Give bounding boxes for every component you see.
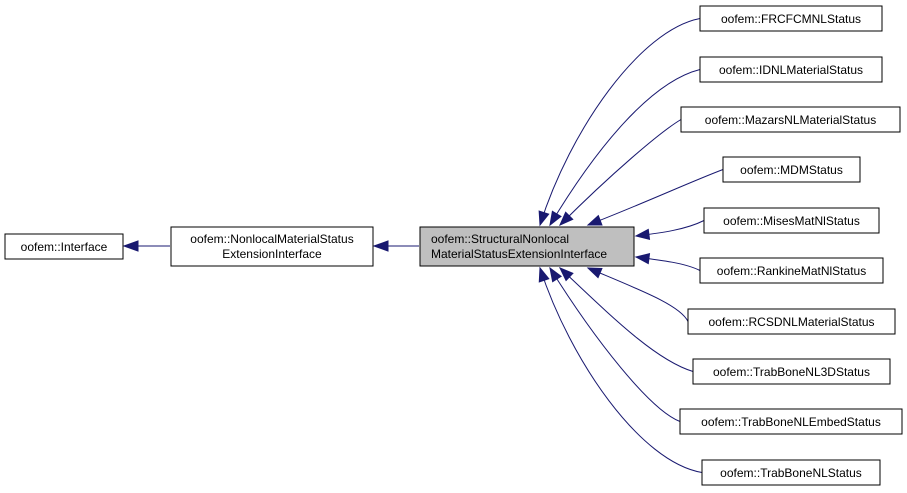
node-structural-nonlocal-material-status-extension-interface[interactable]: oofem::StructuralNonlocal MaterialStatus… [419, 226, 635, 267]
edge-frcfcmnlstatus-to-structural [539, 18, 701, 226]
node-misesmatnlstatus[interactable]: oofem::MisesMatNlStatus [703, 207, 880, 234]
edge-trabbonenlembedstatus-to-structural [549, 267, 681, 422]
node-nonlocal-label-line2: ExtensionInterface [222, 247, 322, 261]
node-trabbonenlstatus[interactable]: oofem::TrabBoneNLStatus [701, 459, 881, 486]
node-frcfcmnlstatus[interactable]: oofem::FRCFCMNLStatus [699, 5, 883, 32]
node-rankinematnlstatus[interactable]: oofem::RankineMatNlStatus [699, 257, 884, 284]
node-interface-label: oofem::Interface [21, 240, 108, 254]
node-idnlmaterialstatus[interactable]: oofem::IDNLMaterialStatus [699, 56, 883, 83]
node-idnlmaterialstatus-label: oofem::IDNLMaterialStatus [719, 63, 863, 77]
node-rcsdnlmaterialstatus-label: oofem::RCSDNLMaterialStatus [708, 315, 874, 329]
arrowhead-misesmatnlstatus [634, 228, 651, 241]
edge-mazarsnlmaterialstatus-to-structural [559, 119, 682, 226]
edge-trabbonenl3dstatus-to-structural [559, 267, 694, 372]
arrowhead-rcsdnlmaterialstatus [586, 267, 603, 279]
node-mdmstatus[interactable]: oofem::MDMStatus [722, 156, 861, 183]
node-trabbonenl3dstatus[interactable]: oofem::TrabBoneNL3DStatus [692, 358, 891, 385]
node-nonlocal-label-line1: oofem::NonlocalMaterialStatus [190, 232, 353, 246]
node-mazarsnlmaterialstatus[interactable]: oofem::MazarsNLMaterialStatus [680, 106, 901, 133]
edge-rcsdnlmaterialstatus-to-structural [587, 267, 689, 322]
edge-idnlmaterialstatus-to-structural [549, 69, 701, 226]
node-interface[interactable]: oofem::Interface [4, 233, 124, 260]
node-rcsdnlmaterialstatus[interactable]: oofem::RCSDNLMaterialStatus [687, 308, 896, 335]
node-mazarsnlmaterialstatus-label: oofem::MazarsNLMaterialStatus [705, 113, 876, 127]
node-rankinematnlstatus-label: oofem::RankineMatNlStatus [717, 264, 866, 278]
node-trabbonenlembedstatus[interactable]: oofem::TrabBoneNLEmbedStatus [679, 408, 903, 435]
node-nonlocal-material-status-extension-interface[interactable]: oofem::NonlocalMaterialStatus ExtensionI… [170, 226, 374, 267]
arrowhead-nonlocal [372, 240, 389, 252]
node-structural-label-line1: oofem::StructuralNonlocal [431, 232, 569, 246]
arrowhead-frcfcmnlstatus [538, 210, 550, 227]
arrowhead-rankinematnlstatus [634, 252, 651, 265]
node-trabbonenlstatus-label: oofem::TrabBoneNLStatus [720, 466, 862, 480]
arrowhead-mdmstatus [586, 214, 603, 226]
edge-mdmstatus-to-structural [587, 169, 724, 226]
arrowhead-mazarsnlmaterialstatus [559, 211, 574, 226]
node-mdmstatus-label: oofem::MDMStatus [740, 163, 843, 177]
edge-trabbonenlstatus-to-structural [539, 267, 703, 473]
arrowhead-trabbonenlembedstatus [549, 266, 563, 283]
arrowhead-interface [122, 240, 139, 252]
arrowhead-trabbonenlstatus [538, 266, 550, 283]
node-misesmatnlstatus-label: oofem::MisesMatNlStatus [723, 214, 860, 228]
node-frcfcmnlstatus-label: oofem::FRCFCMNLStatus [721, 12, 861, 26]
node-trabbonenlembedstatus-label: oofem::TrabBoneNLEmbedStatus [701, 415, 881, 429]
arrowhead-idnlmaterialstatus [549, 210, 562, 227]
node-structural-label-line2: MaterialStatusExtensionInterface [431, 247, 607, 261]
node-trabbonenl3dstatus-label: oofem::TrabBoneNL3DStatus [713, 365, 870, 379]
arrowhead-trabbonenl3dstatus [558, 267, 574, 282]
